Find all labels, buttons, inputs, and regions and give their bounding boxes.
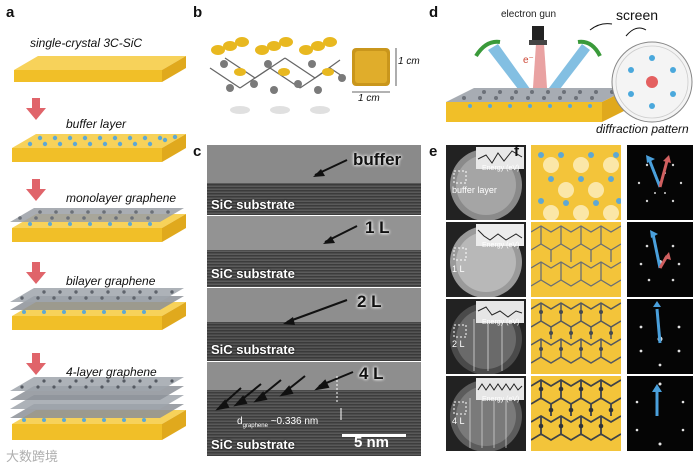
electron-label: e⁻ <box>523 55 534 66</box>
tem-buffer: buffer SiC substrate <box>207 145 421 215</box>
sic-slab-4layer <box>10 377 186 440</box>
structure-2L <box>531 299 621 374</box>
tem-buffer-annotation: buffer <box>353 150 401 170</box>
tem-1L-annotation: 1 L <box>365 218 390 238</box>
tem-2L: 2 L SiC substrate <box>207 288 421 361</box>
tem-2L-substrate: SiC substrate <box>211 342 295 357</box>
fft-4L <box>627 376 693 451</box>
panel-a-illustration <box>0 0 200 468</box>
step-4layer-graphene: 4-layer graphene <box>66 365 157 379</box>
tem-1L-substrate: SiC substrate <box>211 266 295 281</box>
sic-slab-bilayer <box>10 288 186 330</box>
step-monolayer-graphene: monolayer graphene <box>66 191 176 205</box>
dim-vertical: 1 cm <box>398 56 420 67</box>
leed-buffer-axis: Energy (eV) <box>482 165 519 172</box>
crystal-structure <box>200 28 420 128</box>
leed-2L: 2 L Energy (eV) <box>446 299 526 374</box>
tem-4L-annotation: 4 L <box>359 364 384 384</box>
sample-photo <box>352 48 396 92</box>
fft-1L <box>627 222 693 297</box>
tem-4L: 4 L dgraphene ~0.336 nm 5 nm SiC substra… <box>207 362 421 456</box>
leed-4L-axis: Energy (eV) <box>482 396 519 403</box>
step-buffer-layer: buffer layer <box>66 117 126 131</box>
structure-4L <box>531 376 621 451</box>
diffraction-pattern-icon <box>612 42 692 122</box>
leed-schematic <box>440 10 695 135</box>
watermark: 大数跨境 <box>6 446 58 465</box>
leed-4L: 4 L Energy (eV) <box>446 376 526 451</box>
electron-gun-label: electron gun <box>501 9 556 20</box>
fft-2L <box>627 299 693 374</box>
screen-label: screen <box>616 7 658 23</box>
tem-1L: 1 L SiC substrate <box>207 216 421 287</box>
panel-c-label: c <box>193 143 201 160</box>
interlayer-spacing: dgraphene ~0.336 nm <box>237 416 318 429</box>
panel-e-label: e <box>429 143 437 160</box>
diffraction-pattern-label: diffraction pattern <box>596 122 689 136</box>
dim-horizontal: 1 cm <box>358 93 380 104</box>
leed-1L-label: 1 L <box>452 264 465 274</box>
panel-b-label: b <box>193 4 202 21</box>
sic-slab-monolayer <box>10 208 186 242</box>
structure-1L <box>531 222 621 297</box>
spacing-value: ~0.336 nm <box>271 416 319 427</box>
tem-4L-substrate: SiC substrate <box>211 437 295 452</box>
panel-d-label: d <box>429 4 438 21</box>
structure-buffer <box>531 145 621 220</box>
spacing-subscript: graphene <box>243 423 268 429</box>
sic-slab-buffer <box>12 134 186 162</box>
panel-f-label: f <box>514 143 519 160</box>
leed-buffer-label: buffer layer <box>452 185 497 195</box>
step-bilayer-graphene: bilayer graphene <box>66 274 155 288</box>
tem-2L-annotation: 2 L <box>357 292 382 312</box>
fft-buffer <box>627 145 693 220</box>
leed-1L-axis: Energy (eV) <box>482 242 519 249</box>
leed-4L-label: 4 L <box>452 416 465 426</box>
leed-2L-axis: Energy (eV) <box>482 319 519 326</box>
leed-2L-label: 2 L <box>452 339 465 349</box>
scalebar-label: 5 nm <box>354 434 389 451</box>
leed-1L: 1 L Energy (eV) <box>446 222 526 297</box>
tem-buffer-substrate: SiC substrate <box>211 197 295 212</box>
sic-slab-bare <box>14 56 186 82</box>
